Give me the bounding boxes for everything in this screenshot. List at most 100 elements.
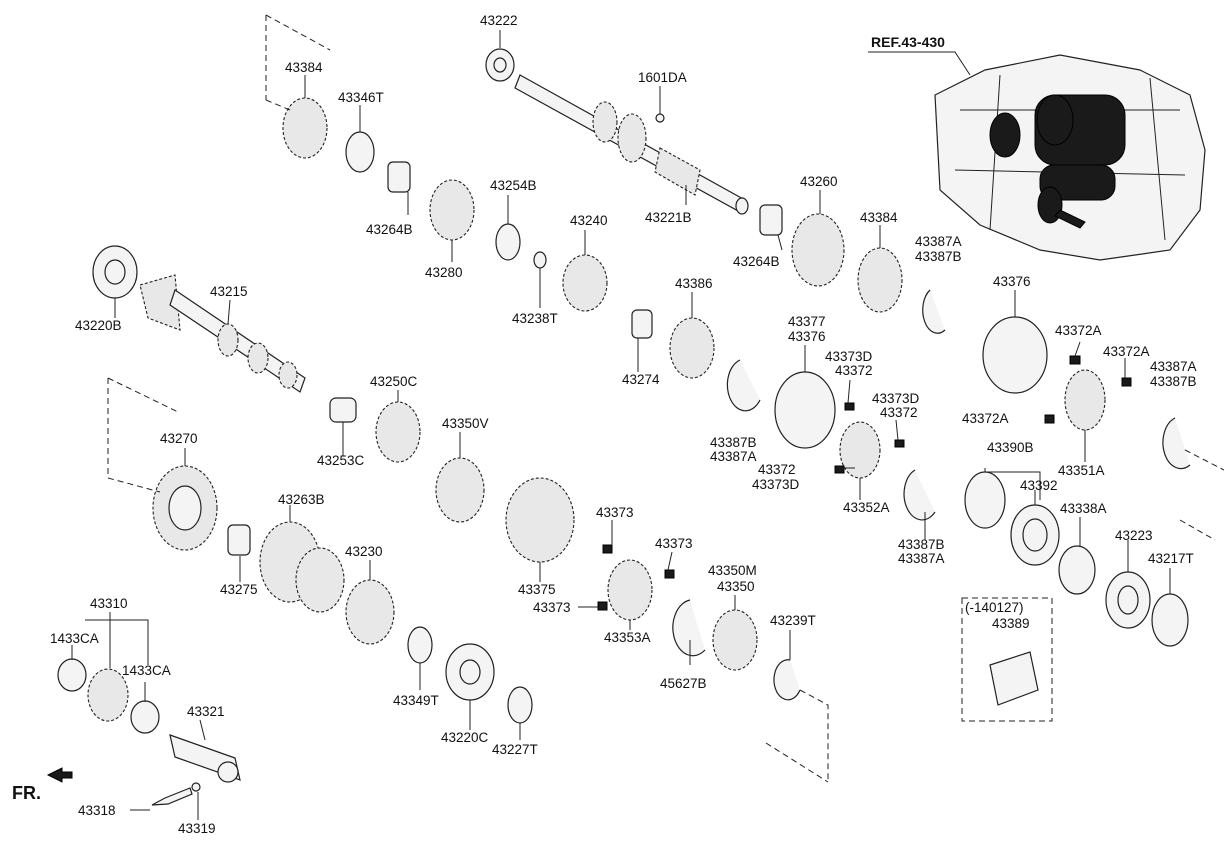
ref-label[interactable]: REF.43-430 (871, 34, 945, 50)
label-43387A-d[interactable]: 43387A (898, 551, 945, 566)
label-43350V[interactable]: 43350V (442, 416, 489, 431)
washer-43254B (495, 223, 521, 261)
label-43373-b[interactable]: 43373 (655, 536, 693, 551)
plate-43389 (989, 651, 1039, 706)
front-indicator: FR. (12, 783, 41, 803)
shaft-43221B (514, 74, 749, 215)
washer-43346T (345, 131, 375, 173)
plug-1601DA (655, 113, 665, 123)
label-43373D-a[interactable]: 43373D (825, 349, 873, 364)
key-43372-b (894, 439, 905, 448)
label-43220B[interactable]: 43220B (75, 318, 122, 333)
gear-43260 (791, 213, 845, 287)
bushing-1433CA-b (130, 700, 160, 734)
label-43387B-b[interactable]: 43387B (1150, 374, 1197, 389)
label-43346T[interactable]: 43346T (338, 90, 384, 105)
label-43338A[interactable]: 43338A (1060, 501, 1107, 516)
label-43230[interactable]: 43230 (345, 544, 383, 559)
label-43353A[interactable]: 43353A (604, 630, 651, 645)
hub-43351A (1064, 369, 1106, 431)
label-43372-b[interactable]: 43372 (880, 405, 918, 420)
label-43240[interactable]: 43240 (570, 213, 608, 228)
label-43387B-d[interactable]: 43387B (898, 537, 945, 552)
label-43223[interactable]: 43223 (1115, 528, 1153, 543)
label-43392[interactable]: 43392 (1020, 478, 1058, 493)
bearing-43274 (631, 309, 653, 339)
label-43377[interactable]: 43377 (788, 314, 826, 329)
label-43221B[interactable]: 43221B (645, 210, 692, 225)
label-43372A-a[interactable]: 43372A (1055, 323, 1102, 338)
key-43373-a (602, 544, 613, 554)
ring-43319 (191, 782, 201, 792)
label-43239T[interactable]: 43239T (770, 613, 816, 628)
gear-43310 (87, 668, 129, 722)
label-43260[interactable]: 43260 (800, 174, 838, 189)
label-43349T[interactable]: 43349T (393, 693, 439, 708)
label-43387B-a[interactable]: 43387B (915, 249, 962, 264)
label-43373-c[interactable]: 43373 (533, 600, 571, 615)
label-43318[interactable]: 43318 (78, 803, 116, 818)
bearing-43275 (227, 524, 251, 556)
label-43217T[interactable]: 43217T (1148, 551, 1194, 566)
label-43373-a[interactable]: 43373 (596, 505, 634, 520)
bolt-43318 (151, 787, 193, 806)
snap-ring-45627B (672, 599, 706, 657)
label-43387B-c[interactable]: 43387B (710, 435, 757, 450)
key-43373-b (664, 569, 675, 579)
label-43321[interactable]: 43321 (187, 704, 225, 719)
label-43274[interactable]: 43274 (622, 372, 660, 387)
label-43310[interactable]: 43310 (90, 596, 128, 611)
label-43390B[interactable]: 43390B (987, 440, 1034, 455)
snap-ring-43387-b (1162, 417, 1191, 470)
label-43254B[interactable]: 43254B (490, 178, 537, 193)
label-43351A[interactable]: 43351A (1058, 463, 1105, 478)
shaft-43215 (139, 274, 306, 393)
label-43389[interactable]: 43389 (992, 616, 1030, 631)
key-43372A-b (1121, 377, 1132, 387)
label-43264B-b[interactable]: 43264B (733, 254, 780, 269)
label-43375[interactable]: 43375 (518, 582, 556, 597)
label-43387A-c[interactable]: 43387A (710, 449, 757, 464)
label-43372A-b[interactable]: 43372A (1103, 344, 1150, 359)
label-43319[interactable]: 43319 (178, 821, 216, 836)
label-1433CA-b[interactable]: 1433CA (122, 663, 171, 678)
label-43275[interactable]: 43275 (220, 582, 258, 597)
label-43263B[interactable]: 43263B (278, 492, 325, 507)
label-43350[interactable]: 43350 (717, 579, 755, 594)
key-43372A-a (1069, 355, 1081, 365)
label-43384-a[interactable]: 43384 (285, 60, 323, 75)
label-43386[interactable]: 43386 (675, 276, 713, 291)
label-43376-b[interactable]: 43376 (788, 329, 826, 344)
label-43352A[interactable]: 43352A (843, 500, 890, 515)
ring-43227T (507, 686, 533, 724)
label-43350M[interactable]: 43350M (708, 563, 757, 578)
label-43215[interactable]: 43215 (210, 284, 248, 299)
label-45627B[interactable]: 45627B (660, 676, 707, 691)
label-43264B-a[interactable]: 43264B (366, 222, 413, 237)
transmission-housing (934, 54, 1206, 261)
label-43373D-c[interactable]: 43373D (752, 477, 800, 492)
label-43222[interactable]: 43222 (480, 13, 518, 28)
label-43270[interactable]: 43270 (160, 431, 198, 446)
label-43387A-b[interactable]: 43387A (1150, 359, 1197, 374)
label-43253C[interactable]: 43253C (317, 453, 365, 468)
label-43238T[interactable]: 43238T (512, 311, 558, 326)
label-43280[interactable]: 43280 (425, 265, 463, 280)
label-1433CA-a[interactable]: 1433CA (50, 631, 99, 646)
label-43387A-a[interactable]: 43387A (915, 234, 962, 249)
label-43384-b[interactable]: 43384 (860, 210, 898, 225)
washer-43217T (1151, 593, 1189, 647)
ring-43350V (435, 457, 485, 523)
gear-43280 (429, 179, 475, 241)
label-43250C[interactable]: 43250C (370, 374, 418, 389)
label-43372-a[interactable]: 43372 (835, 363, 873, 378)
label-1601DA[interactable]: 1601DA (638, 70, 687, 85)
label-43376-a[interactable]: 43376 (993, 274, 1031, 289)
label-43227T[interactable]: 43227T (492, 742, 538, 757)
label-43372A-c[interactable]: 43372A (962, 411, 1009, 426)
label-43373D-b[interactable]: 43373D (872, 391, 920, 406)
label-43220C[interactable]: 43220C (441, 730, 489, 745)
label-43372-c[interactable]: 43372 (758, 462, 796, 477)
snap-ring-43387-d (903, 469, 936, 521)
